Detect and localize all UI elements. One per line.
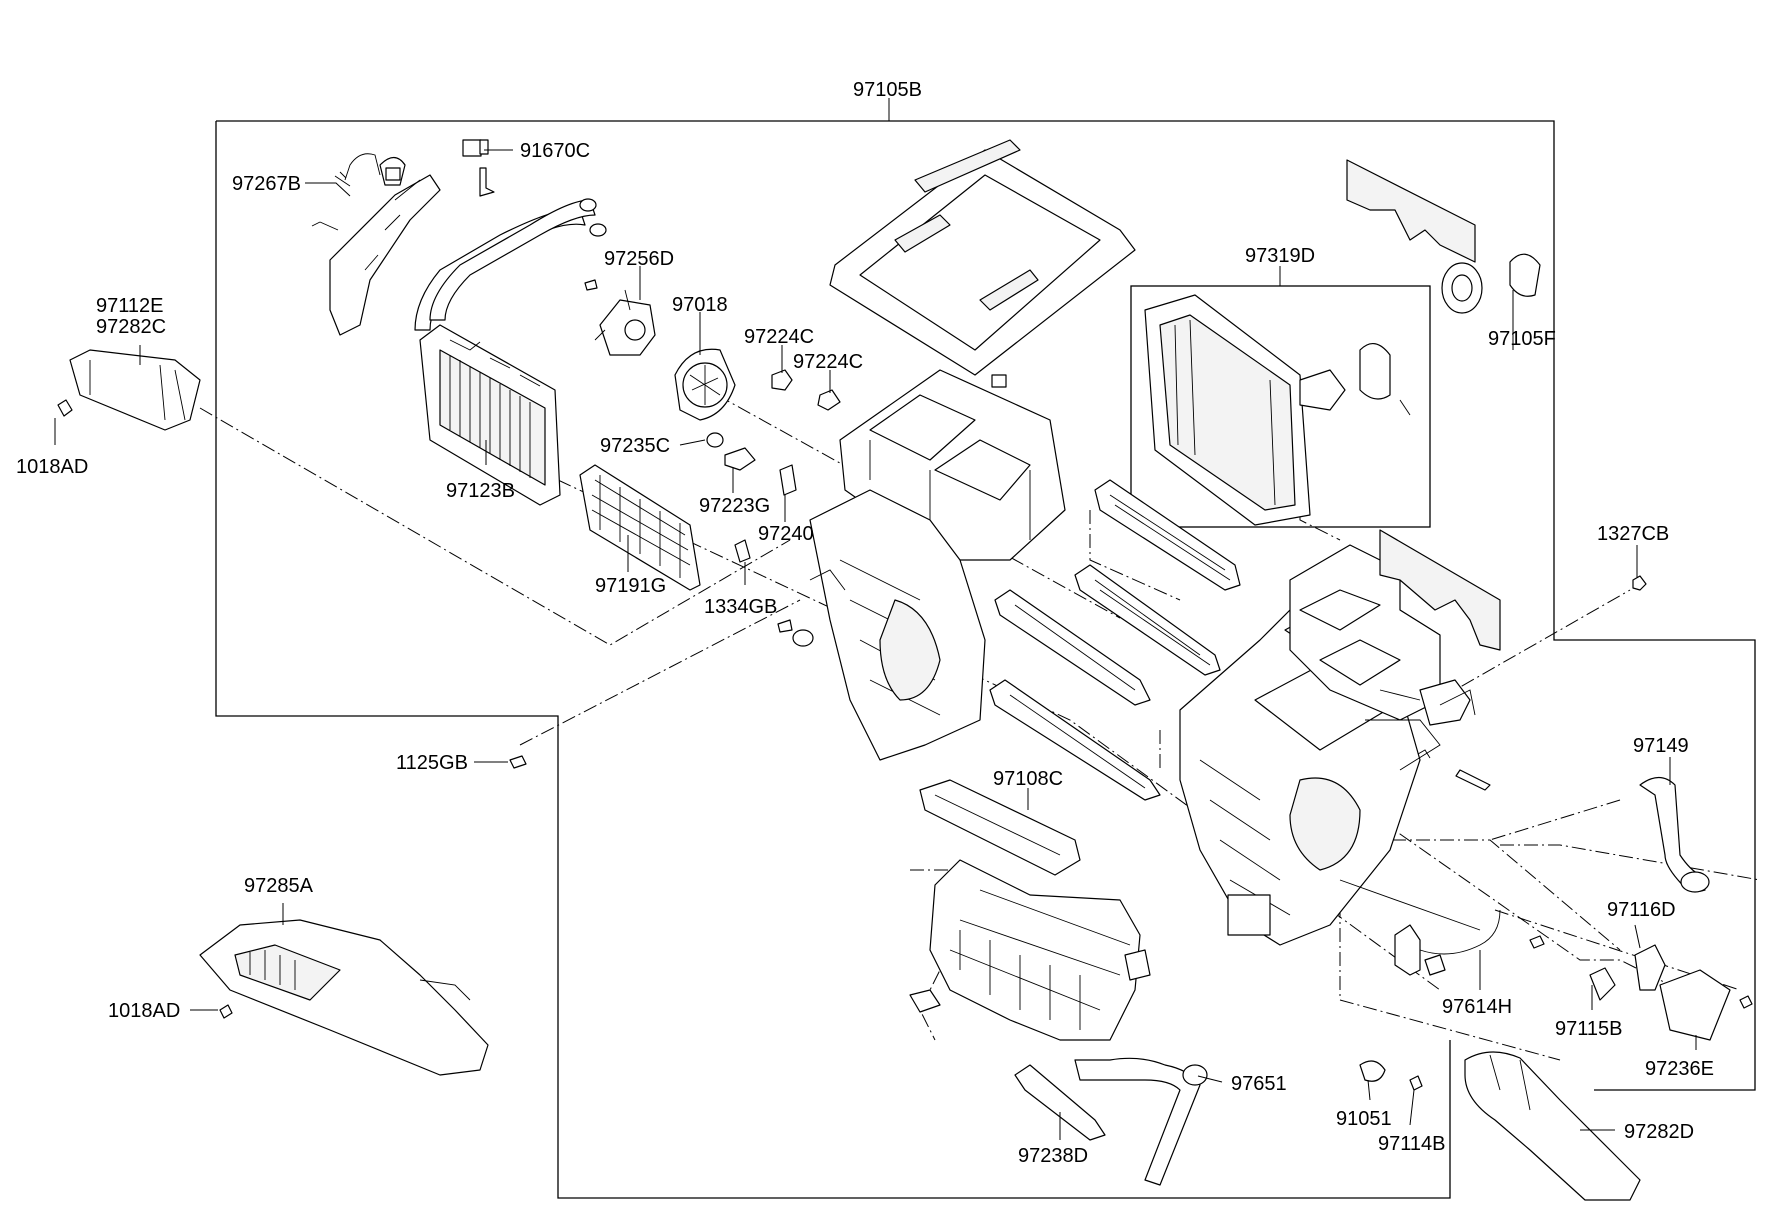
label-97240[interactable]: 97240 — [758, 523, 814, 545]
heater-pipes-drawing — [414, 198, 607, 331]
heater-core-97123b-drawing — [419, 324, 561, 506]
tray-97108c-drawing — [919, 779, 1081, 876]
label-97115B[interactable]: 97115B — [1555, 1018, 1622, 1040]
label-97282D[interactable]: 97282D — [1624, 1121, 1694, 1143]
label-97236E[interactable]: 97236E — [1645, 1058, 1714, 1080]
part-labels: 97105B 91670C 97267B 97256D 97018 97224C… — [16, 79, 1714, 1167]
label-1125GB[interactable]: 1125GB — [396, 752, 468, 774]
filter-frame-drawing — [829, 139, 1136, 376]
label-97282C[interactable]: 97282C — [96, 316, 166, 338]
label-97112E[interactable]: 97112E — [96, 295, 163, 317]
sensor-97614h-drawing — [1339, 879, 1545, 976]
label-97224C-b[interactable]: 97224C — [793, 351, 863, 373]
blower-fan-97018-drawing — [674, 348, 736, 421]
label-97238D[interactable]: 97238D — [1018, 1145, 1088, 1167]
label-97105F[interactable]: 97105F — [1488, 328, 1556, 350]
label-1327CB[interactable]: 1327CB — [1597, 523, 1669, 545]
label-97651[interactable]: 97651 — [1231, 1073, 1287, 1095]
evaporator-core-97319d-drawing — [1144, 294, 1411, 526]
grommets-drawing — [1359, 1060, 1423, 1091]
label-97256D[interactable]: 97256D — [604, 248, 674, 270]
filter-97191g-drawing — [579, 464, 701, 591]
label-97105B[interactable]: 97105B — [853, 79, 922, 101]
label-97108C[interactable]: 97108C — [993, 768, 1063, 790]
assembly-boundary — [215, 98, 1756, 1199]
label-97114B[interactable]: 97114B — [1378, 1133, 1445, 1155]
duct-97282c-drawing — [69, 349, 201, 431]
label-97267B[interactable]: 97267B — [232, 173, 301, 195]
label-1334GB[interactable]: 1334GB — [704, 596, 777, 618]
actuators-rear-drawing — [1589, 944, 1753, 1041]
part-drawings — [57, 139, 1753, 1201]
label-97285A[interactable]: 97285A — [244, 875, 314, 897]
right-upper-housing-drawing — [1289, 544, 1491, 791]
drain-hoses-drawing — [1014, 1057, 1208, 1186]
label-97224C-a[interactable]: 97224C — [744, 326, 814, 348]
label-91670C[interactable]: 91670C — [520, 140, 590, 162]
hose-bracket-97267b-drawing — [311, 153, 441, 336]
duct-97282d-drawing — [1464, 1051, 1641, 1201]
label-97149[interactable]: 97149 — [1633, 735, 1689, 757]
cap-97105f-drawing — [1441, 253, 1541, 314]
insulation-pads-drawing — [1346, 159, 1501, 651]
label-91051[interactable]: 91051 — [1336, 1108, 1392, 1130]
lower-cover-97285a-drawing — [199, 919, 489, 1076]
label-1018AD-a[interactable]: 1018AD — [16, 456, 88, 478]
label-1018AD-b[interactable]: 1018AD — [108, 1000, 180, 1022]
lower-case-drawing — [909, 859, 1151, 1041]
left-case-drawing — [809, 489, 986, 761]
label-97235C[interactable]: 97235C — [600, 435, 670, 457]
clip-91670c-drawing — [462, 139, 495, 197]
door-plates-drawing — [989, 479, 1241, 801]
label-97319D[interactable]: 97319D — [1245, 245, 1315, 267]
actuator-97256d-drawing — [584, 279, 656, 356]
label-97116D[interactable]: 97116D — [1607, 899, 1676, 921]
label-97018[interactable]: 97018 — [672, 294, 728, 316]
label-97191G[interactable]: 97191G — [595, 575, 666, 597]
hose-97149-drawing — [1639, 776, 1710, 893]
label-97123B[interactable]: 97123B — [446, 480, 515, 502]
label-97223G[interactable]: 97223G — [699, 495, 770, 517]
leader-lines — [54, 149, 1697, 1140]
label-97614H[interactable]: 97614H — [1442, 996, 1512, 1018]
